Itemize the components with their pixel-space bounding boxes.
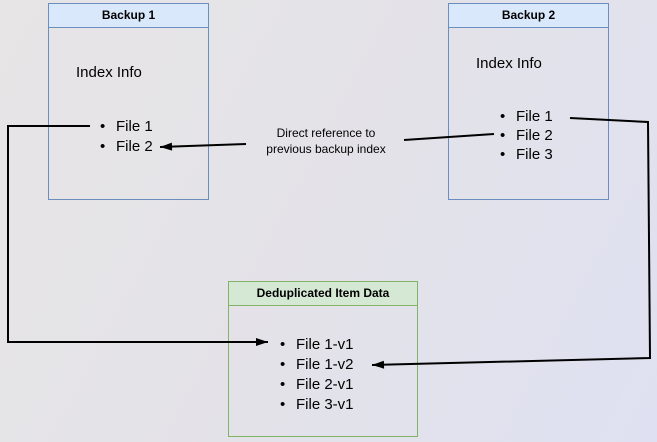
list-item: • File 3-v1 — [279, 395, 354, 415]
list-item-label: File 1 — [116, 118, 153, 135]
bullet-dot-icon: • — [100, 138, 106, 155]
bullet-dot-icon: • — [500, 108, 506, 125]
backup1-subtitle: Index Info — [76, 64, 142, 81]
bullet-dot-icon: • — [280, 356, 286, 373]
list-item-label: File 2-v1 — [296, 376, 354, 393]
list-item: • File 1 — [99, 117, 153, 137]
list-item: • File 2 — [499, 126, 553, 145]
deduplicated-item-data-box: Deduplicated Item Data • File 1-v1 • Fil… — [228, 281, 418, 437]
list-item-label: File 1 — [516, 108, 553, 125]
dedup-title: Deduplicated Item Data — [229, 282, 417, 306]
list-item-label: File 3 — [516, 146, 553, 163]
dedup-file-list: • File 1-v1 • File 1-v2 • File 2-v1 • Fi… — [279, 335, 354, 415]
backup1-file-list: • File 1 • File 2 — [99, 117, 153, 157]
list-item: • File 1-v2 — [279, 355, 354, 375]
backup2-box: Backup 2 Index Info • File 1 • File 2 • … — [448, 3, 609, 200]
direct-reference-label-line2: previous backup index — [266, 142, 386, 156]
backup2-file-list: • File 1 • File 2 • File 3 — [499, 107, 553, 164]
bullet-dot-icon: • — [100, 118, 106, 135]
bullet-dot-icon: • — [500, 127, 506, 144]
bullet-dot-icon: • — [500, 146, 506, 163]
backup2-title: Backup 2 — [449, 4, 608, 28]
backup2-subtitle: Index Info — [476, 55, 542, 72]
backup1-title: Backup 1 — [49, 4, 208, 28]
direct-reference-label: Direct reference to previous backup inde… — [250, 125, 402, 157]
bullet-dot-icon: • — [280, 396, 286, 413]
bullet-dot-icon: • — [280, 376, 286, 393]
list-item: • File 2 — [99, 137, 153, 157]
list-item: • File 2-v1 — [279, 375, 354, 395]
list-item-label: File 2 — [516, 127, 553, 144]
list-item: • File 1-v1 — [279, 335, 354, 355]
list-item-label: File 3-v1 — [296, 396, 354, 413]
backup1-box: Backup 1 Index Info • File 1 • File 2 — [48, 3, 209, 200]
list-item: • File 3 — [499, 145, 553, 164]
list-item-label: File 1-v2 — [296, 356, 354, 373]
list-item-label: File 1-v1 — [296, 336, 354, 353]
bullet-dot-icon: • — [280, 336, 286, 353]
list-item: • File 1 — [499, 107, 553, 126]
list-item-label: File 2 — [116, 138, 153, 155]
direct-reference-label-line1: Direct reference to — [276, 126, 376, 140]
